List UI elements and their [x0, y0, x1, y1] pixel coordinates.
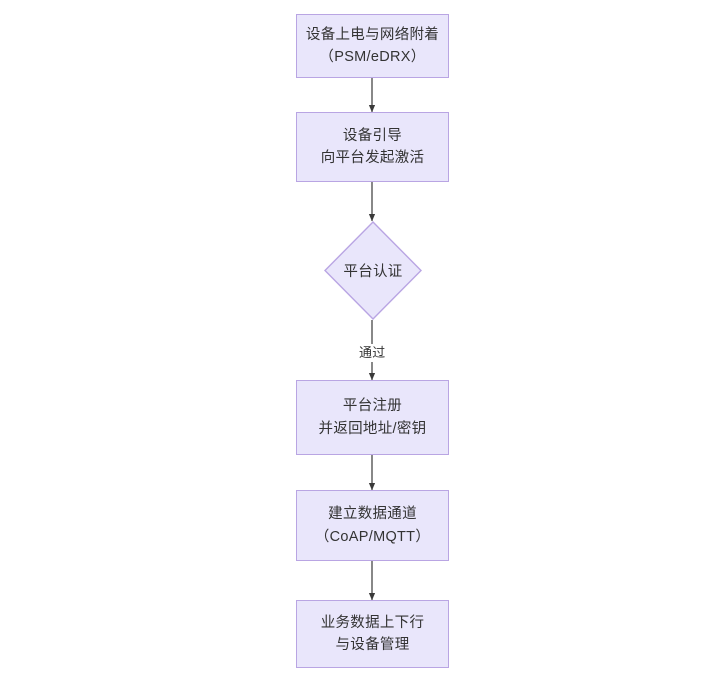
node-line: 向平台发起激活: [320, 150, 425, 166]
node-device-power-on[interactable]: 设备上电与网络附着 （PSM/eDRX）: [296, 14, 449, 78]
node-device-bootstrap[interactable]: 设备引导 向平台发起激活: [296, 112, 449, 182]
node-platform-registration[interactable]: 平台注册 并返回地址/密钥: [296, 380, 449, 455]
node-data-channel-setup[interactable]: 建立数据通道 （CoAP/MQTT）: [296, 490, 449, 561]
node-line: （CoAP/MQTT）: [314, 528, 431, 545]
node-business-data-and-device-management[interactable]: 业务数据上下行 与设备管理: [296, 600, 449, 668]
diamond-shape: [324, 221, 422, 320]
node-line: 平台认证: [343, 264, 403, 280]
node-line: 业务数据上下行: [320, 614, 425, 631]
node-line: 并返回地址/密钥: [318, 420, 427, 437]
edge-label-pass: 通过: [356, 344, 389, 362]
node-line: 设备引导: [342, 127, 403, 144]
node-line: 设备上电与网络附着: [305, 26, 440, 43]
node-line: （PSM/eDRX）: [319, 49, 426, 65]
node-line: 与设备管理: [335, 637, 410, 653]
node-line: 平台注册: [342, 398, 403, 415]
node-line: 建立数据通道: [328, 506, 417, 523]
node-platform-authentication[interactable]: 平台认证: [324, 221, 422, 320]
